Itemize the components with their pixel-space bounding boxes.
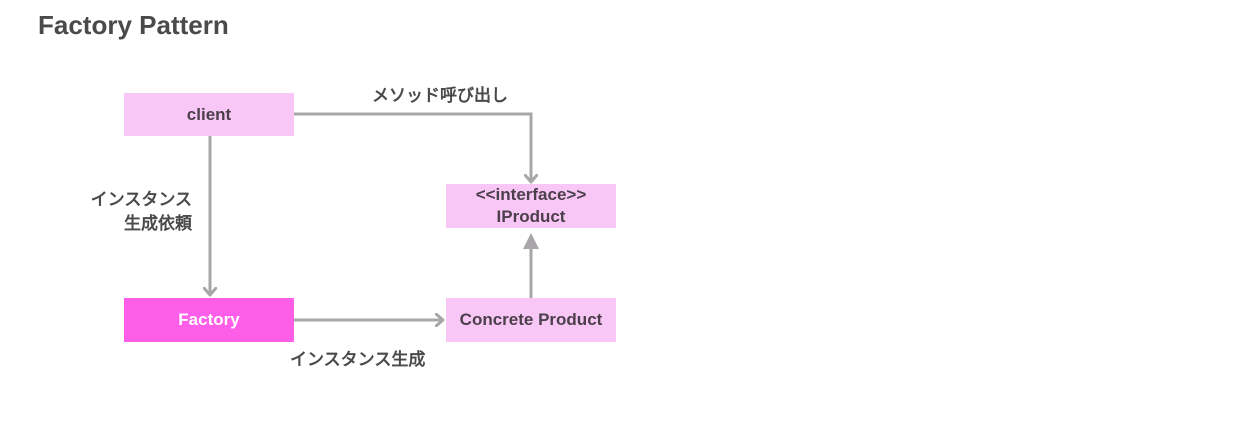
concrete-product-label: Concrete Product bbox=[459, 310, 603, 329]
method-call-arrow bbox=[293, 112, 531, 181]
implements-arrowhead bbox=[523, 233, 539, 249]
instance-request-label-line1: インスタンス bbox=[90, 190, 192, 210]
instance-request-label-line2: 生成依頼 bbox=[124, 214, 192, 234]
factory-node: Factory bbox=[124, 298, 294, 342]
instance-create-label: インスタンス生成 bbox=[290, 350, 426, 370]
iproduct-node: <<interface>> IProduct bbox=[446, 184, 616, 228]
factory-label: Factory bbox=[178, 310, 240, 329]
iproduct-label: IProduct bbox=[496, 207, 566, 226]
iproduct-stereotype: <<interface>> bbox=[475, 185, 587, 204]
client-node: client bbox=[124, 93, 294, 136]
method-call-label: メソッド呼び出し bbox=[372, 86, 508, 106]
client-label: client bbox=[186, 104, 232, 124]
page-title: Factory Pattern bbox=[38, 10, 229, 40]
instance-request-label: インスタンス 生成依頼 bbox=[60, 188, 192, 236]
concrete-product-node: Concrete Product bbox=[446, 298, 616, 342]
